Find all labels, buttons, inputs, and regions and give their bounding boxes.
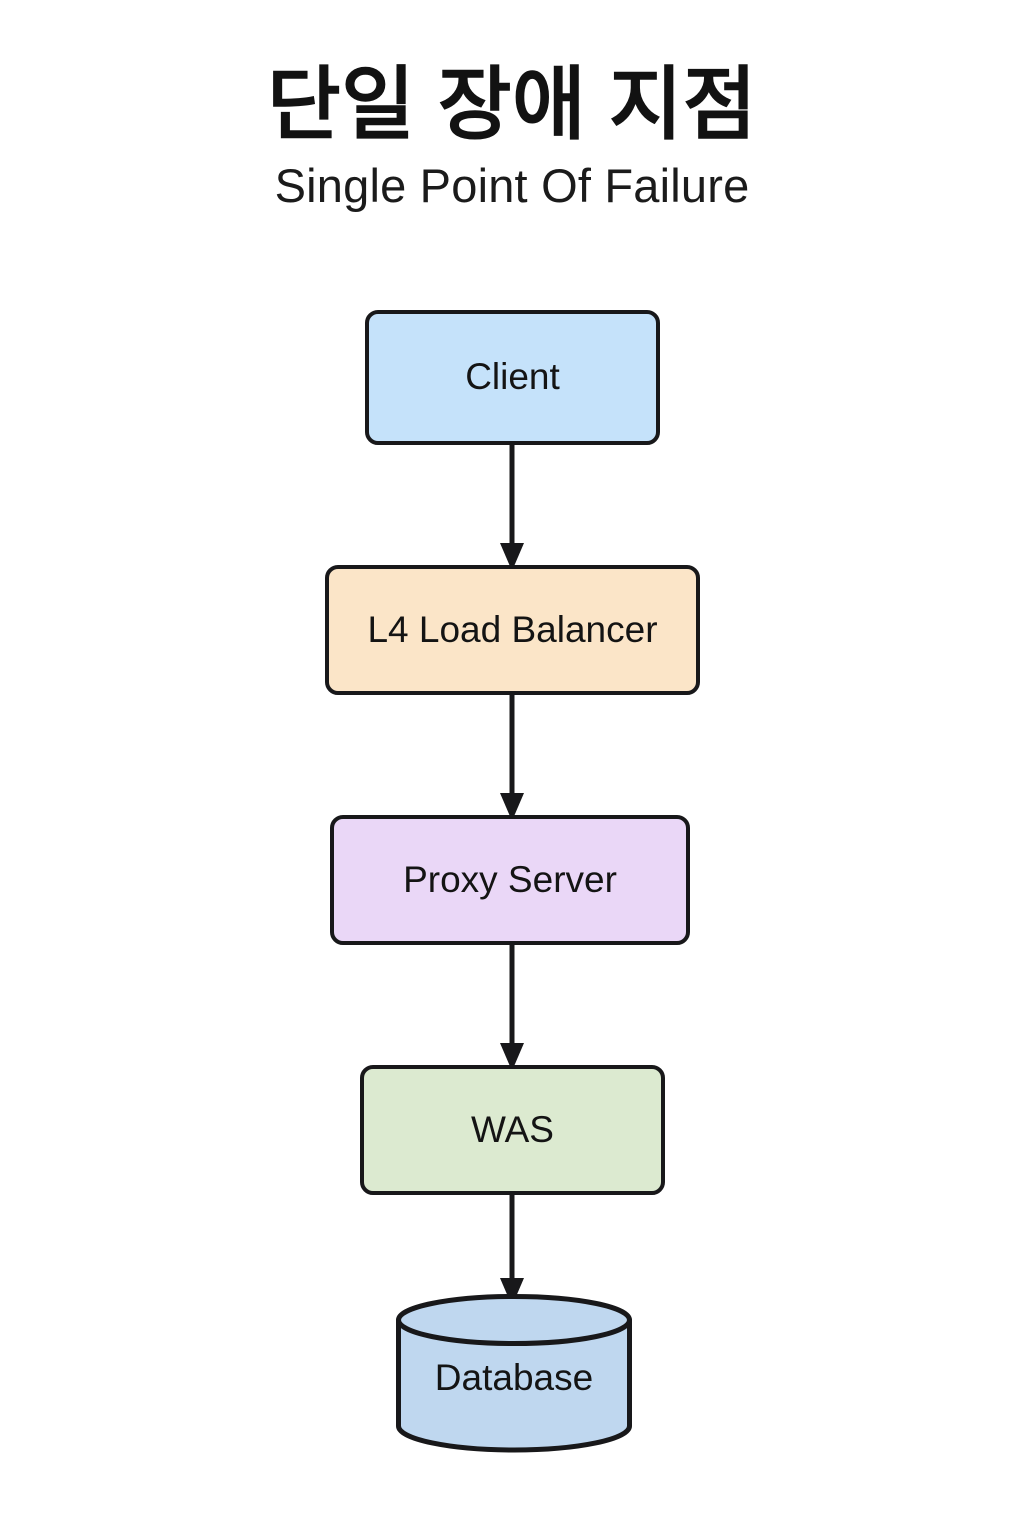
page-subtitle-english: Single Point Of Failure: [274, 159, 750, 213]
node-proxy-server-label: Proxy Server: [403, 858, 617, 900]
arrow-client-to-l4: [492, 445, 532, 585]
arrow-l4-to-proxy: [492, 695, 532, 835]
node-l4-load-balancer[interactable]: L4 Load Balancer: [325, 565, 700, 695]
node-client-label: Client: [465, 356, 560, 398]
node-database[interactable]: Database: [396, 1294, 632, 1453]
node-l4-load-balancer-label: L4 Load Balancer: [367, 608, 658, 650]
heading-block: 단일 장애 지점 Single Point Of Failure: [0, 60, 1024, 213]
arrow-was-to-database: [492, 1195, 532, 1320]
node-was-label: WAS: [471, 1108, 554, 1150]
page-title-korean: 단일 장애 지점: [266, 60, 758, 149]
node-proxy-server[interactable]: Proxy Server: [330, 815, 690, 945]
node-client[interactable]: Client: [365, 310, 660, 445]
node-was[interactable]: WAS: [360, 1065, 665, 1195]
arrow-proxy-to-was: [492, 945, 532, 1085]
